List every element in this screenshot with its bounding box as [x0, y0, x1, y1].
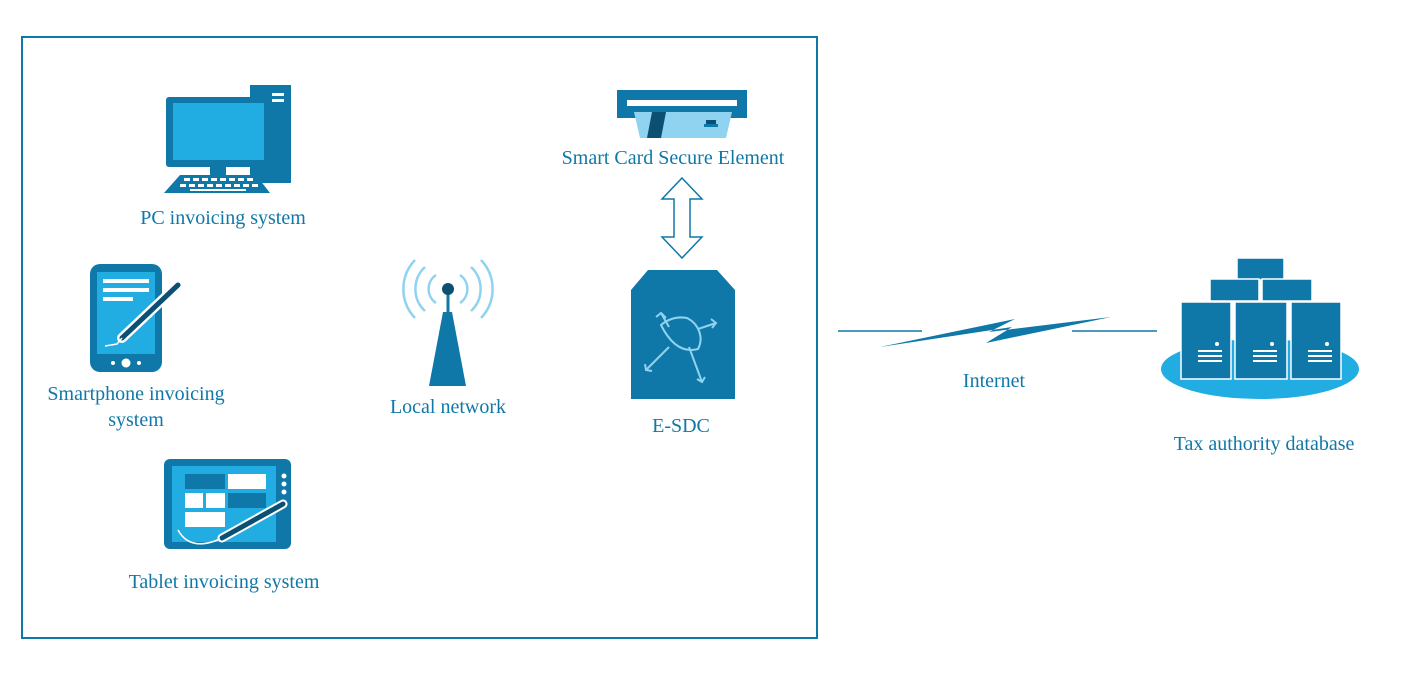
internet-label: Internet [962, 370, 1026, 392]
lightning-link-icon [838, 317, 1157, 347]
smartphone-label-line2: system [108, 409, 164, 431]
desktop-computer-icon [164, 85, 291, 193]
tablet-stylus-icon [164, 459, 291, 549]
smartphone-label-line1: Smartphone invoicing [47, 383, 225, 405]
local-system-boundary [21, 36, 818, 639]
antenna-icon [402, 259, 494, 386]
esdc-label: E-SDC [652, 415, 710, 437]
pc-label: PC invoicing system [140, 207, 306, 229]
tablet-label: Tablet invoicing system [128, 571, 320, 593]
smartcard-label: Smart Card Secure Element [561, 147, 785, 169]
tax-authority-label: Tax authority database [1173, 433, 1355, 455]
smartphone-stylus-icon [90, 264, 183, 372]
server-cluster-icon [1161, 257, 1359, 399]
card-reader-icon [617, 90, 747, 138]
network-label: Local network [389, 396, 507, 418]
esdc-device-icon [631, 270, 735, 399]
bidirectional-arrow [660, 176, 704, 260]
